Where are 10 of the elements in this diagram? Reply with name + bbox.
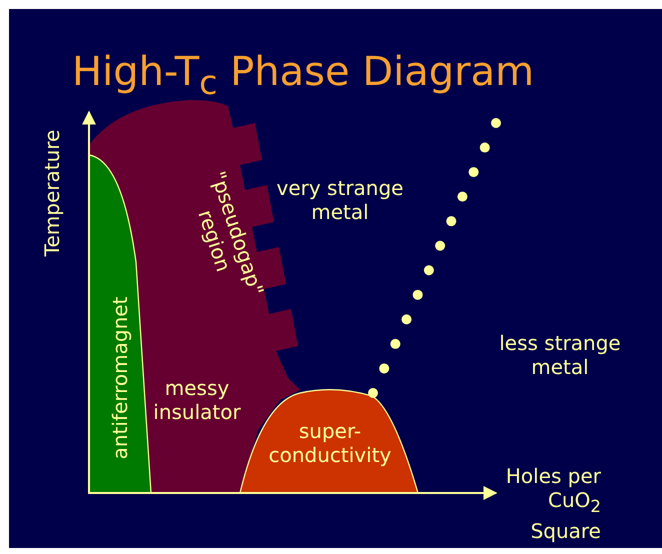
- region-label: very strange metal: [276, 176, 404, 224]
- region-label: messy insulator: [153, 376, 241, 424]
- region-label: antiferromagnet: [108, 296, 132, 460]
- axis-label: Temperature: [40, 128, 64, 258]
- region-label: super- conductivity: [268, 419, 392, 467]
- title: High-T$_{c}$ Phase Diagram: [72, 48, 534, 104]
- region-label: less strange metal: [498, 331, 622, 379]
- phase-region: [239, 389, 419, 494]
- axis-label: Holes per CuO$_{2}$ Square: [504, 464, 601, 543]
- phase-region: [88, 154, 152, 494]
